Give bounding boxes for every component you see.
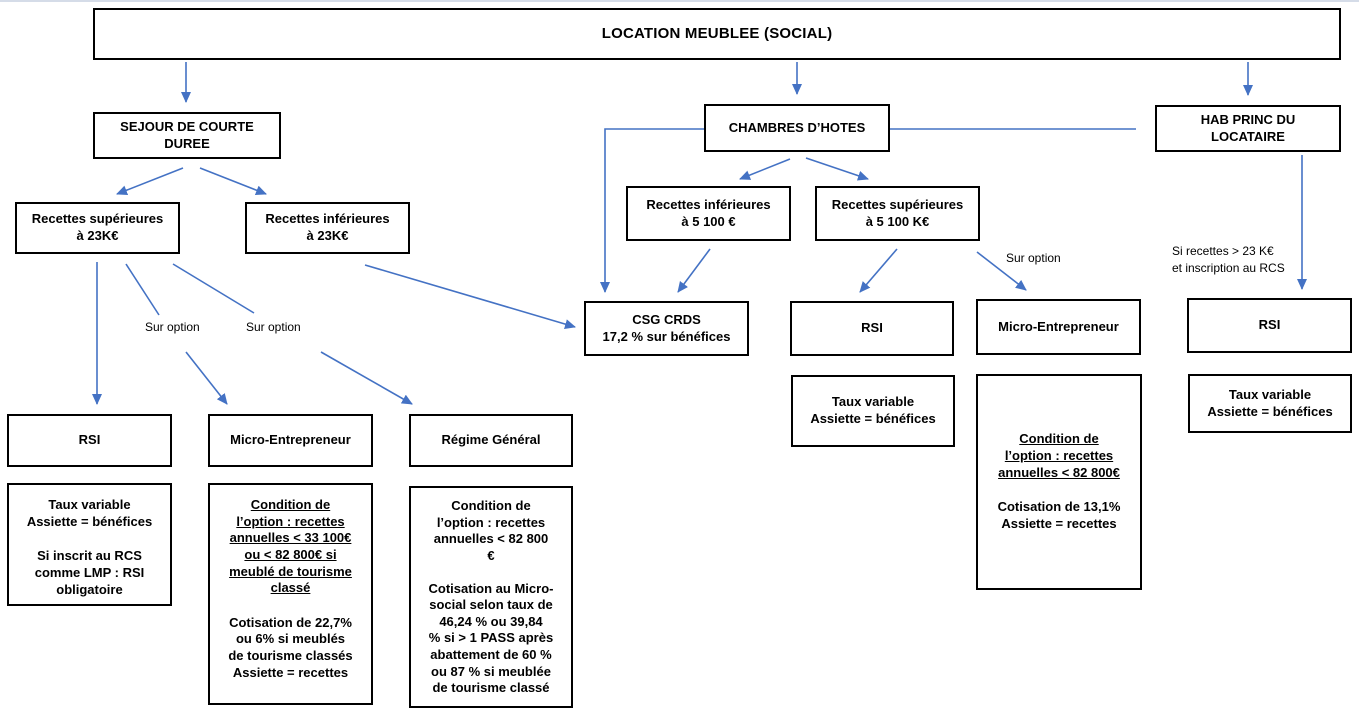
arrow-recsup23-to-micro-seg2 — [185, 351, 228, 405]
detail-micro-entrepreneur-mid: Condition de l’option : recettes annuell… — [976, 374, 1142, 590]
detail-regime-general: Condition de l’option : recettes annuell… — [409, 486, 573, 708]
node-label: Recettes supérieures à 23K€ — [31, 211, 164, 243]
node-recettes-sup-23k: Recettes supérieures à 23K€ — [15, 202, 180, 254]
node-micro-entrepreneur-mid: Micro-Entrepreneur — [976, 299, 1141, 355]
node-rsi-left: RSI — [7, 414, 172, 467]
arrow-recsup5100-to-rsi-mid — [859, 248, 898, 293]
node-label: Micro-Entrepreneur — [230, 432, 351, 448]
arrow-sejour-to-recettes-inf — [199, 167, 267, 195]
arrow-chambres-to-recinf5100 — [739, 158, 791, 180]
arrow-recinf5100-to-csg — [677, 248, 711, 293]
arrow-recsup23-to-regime-seg2 — [320, 351, 413, 405]
title-box: LOCATION MEUBLEE (SOCIAL) — [93, 8, 1341, 60]
arrow-chambres-to-recsup5100 — [805, 157, 869, 181]
node-regime-general: Régime Général — [409, 414, 573, 467]
node-label: Micro-Entrepreneur — [998, 318, 1119, 334]
detail-cotisation: Cotisation de 13,1% Assiette = recettes — [997, 499, 1121, 531]
detail-condition: Condition de l’option : recettes annuell… — [433, 498, 549, 563]
detail-condition: Condition de l’option : recettes annuell… — [229, 497, 352, 596]
detail-micro-entrepreneur-left: Condition de l’option : recettes annuell… — [208, 483, 373, 705]
node-label: CSG CRDS 17,2 % sur bénéfices — [602, 311, 731, 344]
detail-condition: Condition de l’option : recettes annuell… — [998, 431, 1120, 480]
detail-taux: Taux variable Assiette = bénéfices — [26, 497, 153, 529]
node-hab-princ-locataire: HAB PRINC DU LOCATAIRE — [1155, 105, 1341, 152]
node-sejour-courte-duree: SEJOUR DE COURTE DUREE — [93, 112, 281, 159]
node-rsi-mid: RSI — [790, 301, 954, 356]
node-rsi-right: RSI — [1187, 298, 1352, 353]
label-si-recettes-rcs: Si recettes > 23 K€ et inscription au RC… — [1172, 244, 1285, 276]
node-label: SEJOUR DE COURTE DUREE — [120, 118, 254, 151]
node-micro-entrepreneur-left: Micro-Entrepreneur — [208, 414, 373, 467]
node-label: Recettes inférieures à 5 100 € — [646, 196, 771, 229]
node-label: CHAMBRES D’HOTES — [728, 119, 866, 135]
node-label: HAB PRINC DU LOCATAIRE — [1200, 111, 1296, 144]
label-sur-option-3: Sur option — [1006, 251, 1061, 265]
detail-text: Taux variable Assiette = bénéfices — [1207, 386, 1333, 419]
node-recettes-inf-23k: Recettes inférieures à 23K€ — [245, 202, 410, 254]
arrow-sejour-to-recettes-sup — [116, 167, 184, 195]
page-bottom-divider — [0, 0, 1359, 2]
detail-rcs: Si inscrit au RCS comme LMP : RSI obliga… — [34, 548, 145, 597]
detail-rsi-left: Taux variable Assiette = bénéfices Si in… — [7, 483, 172, 606]
detail-rsi-right: Taux variable Assiette = bénéfices — [1188, 374, 1352, 433]
node-label: RSI — [1258, 317, 1281, 333]
label-sur-option-2: Sur option — [246, 320, 301, 334]
node-label: Recettes inférieures à 23K€ — [265, 211, 390, 243]
node-label: Régime Général — [441, 432, 541, 448]
node-recettes-sup-5100: Recettes supérieures à 5 100 K€ — [815, 186, 980, 241]
page-title: LOCATION MEUBLEE (SOCIAL) — [601, 25, 833, 43]
arrow-recsup23-to-regime-seg1 — [172, 263, 255, 314]
arrow-recsup23-to-micro-seg1 — [125, 263, 160, 316]
detail-cotisation: Cotisation au Micro- social selon taux d… — [428, 580, 554, 696]
node-csg-crds: CSG CRDS 17,2 % sur bénéfices — [584, 301, 749, 356]
detail-text: Taux variable Assiette = bénéfices — [810, 394, 936, 426]
node-recettes-inf-5100: Recettes inférieures à 5 100 € — [626, 186, 791, 241]
detail-cotisation: Cotisation de 22,7% ou 6% si meublés de … — [228, 614, 353, 680]
arrow-recinf23-to-csg — [364, 264, 576, 329]
label-sur-option-1: Sur option — [145, 320, 200, 334]
node-chambres-dhotes: CHAMBRES D’HOTES — [704, 104, 890, 152]
node-label: RSI — [861, 320, 883, 336]
detail-rsi-mid: Taux variable Assiette = bénéfices — [791, 375, 955, 447]
node-label: Recettes supérieures à 5 100 K€ — [831, 196, 964, 229]
node-label: RSI — [78, 432, 101, 448]
